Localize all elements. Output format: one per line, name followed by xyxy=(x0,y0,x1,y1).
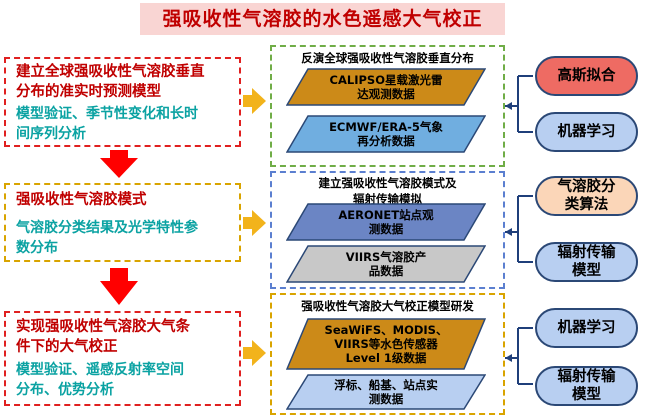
right-arrow-1 xyxy=(243,88,266,114)
left-box-3: 实现强吸收性气溶胶大气条 件下的大气校正 模型验证、遥感反射率空间 分布、优势分… xyxy=(4,311,241,406)
data-source-aeronet-line-2: 测数据 xyxy=(368,222,404,236)
method-machine-learning-2-label: 机器学习 xyxy=(557,320,616,336)
method-aerosol-classification-line-2: 类算法 xyxy=(564,197,609,213)
bracket-3-arrow xyxy=(505,354,512,362)
data-source-in-situ-line-2: 测数据 xyxy=(368,392,404,406)
middle-section-1-header: 反演全球强吸收性气溶胶垂直分布 xyxy=(272,50,503,66)
data-source-viirs-aerosol-shape xyxy=(286,245,486,283)
middle-section-2-header-line-1: 建立强吸收性气溶胶模式及 xyxy=(318,176,457,190)
data-source-ecmwf: ECMWF/ERA-5气象 再分析数据 xyxy=(286,115,486,153)
middle-section-2-header-line-2: 辐射传输模拟 xyxy=(353,192,422,206)
method-gaussian-fitting-label: 高斯拟合 xyxy=(557,68,616,84)
method-radiative-transfer-1-line-1: 辐射传输 xyxy=(557,245,616,261)
bracket-2 xyxy=(505,195,533,263)
data-source-aeronet-line-1: AERONET站点观 xyxy=(338,208,434,222)
left-box-3-heading-line-1: 实现强吸收性气溶胶大气条 xyxy=(16,319,190,335)
left-box-3-heading: 实现强吸收性气溶胶大气条 件下的大气校正 xyxy=(16,317,190,357)
data-source-ecmwf-shape xyxy=(286,115,486,153)
left-box-1-detail: 模型验证、季节性变化和长时 间序列分析 xyxy=(16,104,198,144)
left-box-3-heading-line-2: 件下的大气校正 xyxy=(16,339,118,355)
method-radiative-transfer-1: 辐射传输 模型 xyxy=(535,242,638,282)
left-box-2-heading: 强吸收性气溶胶模式 xyxy=(16,190,147,210)
left-box-2-detail: 气溶胶分类结果及光学特性参 数分布 xyxy=(16,218,198,258)
method-machine-learning-1-label: 机器学习 xyxy=(557,124,616,140)
bracket-1-arrow xyxy=(505,102,512,110)
data-source-calipso-line-1: CALIPSO星载激光雷 xyxy=(329,73,443,87)
right-arrow-2 xyxy=(243,210,266,236)
method-radiative-transfer-2-line-2: 模型 xyxy=(572,387,601,403)
data-source-calipso: CALIPSO星载激光雷 达观测数据 xyxy=(286,68,486,106)
middle-section-3-header-line-1: 强吸收性气溶胶大气校正模型研发 xyxy=(301,299,474,313)
data-source-viirs-aerosol-line-2: 品数据 xyxy=(368,264,404,278)
method-gaussian-fitting: 高斯拟合 xyxy=(535,56,638,96)
method-aerosol-classification: 气溶胶分 类算法 xyxy=(535,176,638,216)
data-source-aeronet: AERONET站点观 测数据 xyxy=(286,203,486,241)
middle-section-2 xyxy=(270,171,505,289)
method-radiative-transfer-2: 辐射传输 模型 xyxy=(535,366,638,406)
method-aerosol-classification-line-1: 气溶胶分 xyxy=(557,179,616,195)
middle-section-1 xyxy=(270,45,505,167)
data-source-in-situ-line-1: 浮标、船基、站点实 xyxy=(334,378,438,392)
data-source-calipso-shape xyxy=(286,68,486,106)
data-source-ecmwf-line-2: 再分析数据 xyxy=(357,134,415,148)
method-radiative-transfer-2-line-1: 辐射传输 xyxy=(557,369,616,385)
left-box-2-detail-line-1: 气溶胶分类结果及光学特性参 xyxy=(16,220,198,236)
left-box-1-heading-line-1: 建立全球强吸收性气溶胶垂直 xyxy=(16,64,205,80)
left-box-1-heading: 建立全球强吸收性气溶胶垂直 分布的准实时预测模型 xyxy=(16,62,205,102)
down-arrow-2 xyxy=(100,268,138,305)
page-title: 强吸收性气溶胶的水色遥感大气校正 xyxy=(140,3,505,35)
data-source-viirs-aerosol: VIIRS气溶胶产 品数据 xyxy=(286,245,486,283)
data-source-ocean-color: SeaWiFS、MODIS、 VIIRS等水色传感器 Level 1级数据 xyxy=(286,318,486,370)
method-machine-learning-2: 机器学习 xyxy=(535,308,638,348)
method-radiative-transfer-1-line-2: 模型 xyxy=(572,263,601,279)
left-box-3-detail-line-2: 分布、优势分析 xyxy=(16,382,114,398)
middle-section-3 xyxy=(270,293,505,415)
left-box-3-detail: 模型验证、遥感反射率空间 分布、优势分析 xyxy=(16,360,184,400)
method-machine-learning-1: 机器学习 xyxy=(535,112,638,152)
left-box-1-detail-line-2: 间序列分析 xyxy=(16,126,86,142)
left-box-2-detail-line-2: 数分布 xyxy=(16,240,58,256)
data-source-in-situ-shape xyxy=(286,374,486,410)
data-source-in-situ: 浮标、船基、站点实 测数据 xyxy=(286,374,486,410)
data-source-ocean-color-line-1: SeaWiFS、MODIS、 xyxy=(324,323,448,337)
data-source-ocean-color-line-3: Level 1级数据 xyxy=(345,351,427,365)
middle-section-3-header: 强吸收性气溶胶大气校正模型研发 xyxy=(272,298,503,314)
middle-section-2-header: 建立强吸收性气溶胶模式及 辐射传输模拟 xyxy=(272,175,503,207)
down-arrow-1 xyxy=(100,150,138,178)
data-source-ocean-color-line-2: VIIRS等水色传感器 xyxy=(334,337,438,351)
left-box-1: 建立全球强吸收性气溶胶垂直 分布的准实时预测模型 模型验证、季节性变化和长时 间… xyxy=(4,57,241,147)
data-source-ocean-color-shape xyxy=(286,318,486,370)
left-box-1-heading-line-2: 分布的准实时预测模型 xyxy=(16,84,161,100)
right-arrow-3 xyxy=(243,340,266,366)
data-source-calipso-line-2: 达观测数据 xyxy=(357,87,415,101)
middle-section-1-header-line-1: 反演全球强吸收性气溶胶垂直分布 xyxy=(301,51,474,65)
left-box-2: 强吸收性气溶胶模式 气溶胶分类结果及光学特性参 数分布 xyxy=(4,183,241,262)
data-source-aeronet-shape xyxy=(286,203,486,241)
left-box-3-detail-line-1: 模型验证、遥感反射率空间 xyxy=(16,362,184,378)
left-box-2-heading-line-1: 强吸收性气溶胶模式 xyxy=(16,192,147,208)
bracket-2-arrow xyxy=(505,228,512,236)
left-box-1-detail-line-1: 模型验证、季节性变化和长时 xyxy=(16,106,198,122)
data-source-viirs-aerosol-line-1: VIIRS气溶胶产 xyxy=(345,250,427,264)
data-source-ecmwf-line-1: ECMWF/ERA-5气象 xyxy=(329,120,443,134)
